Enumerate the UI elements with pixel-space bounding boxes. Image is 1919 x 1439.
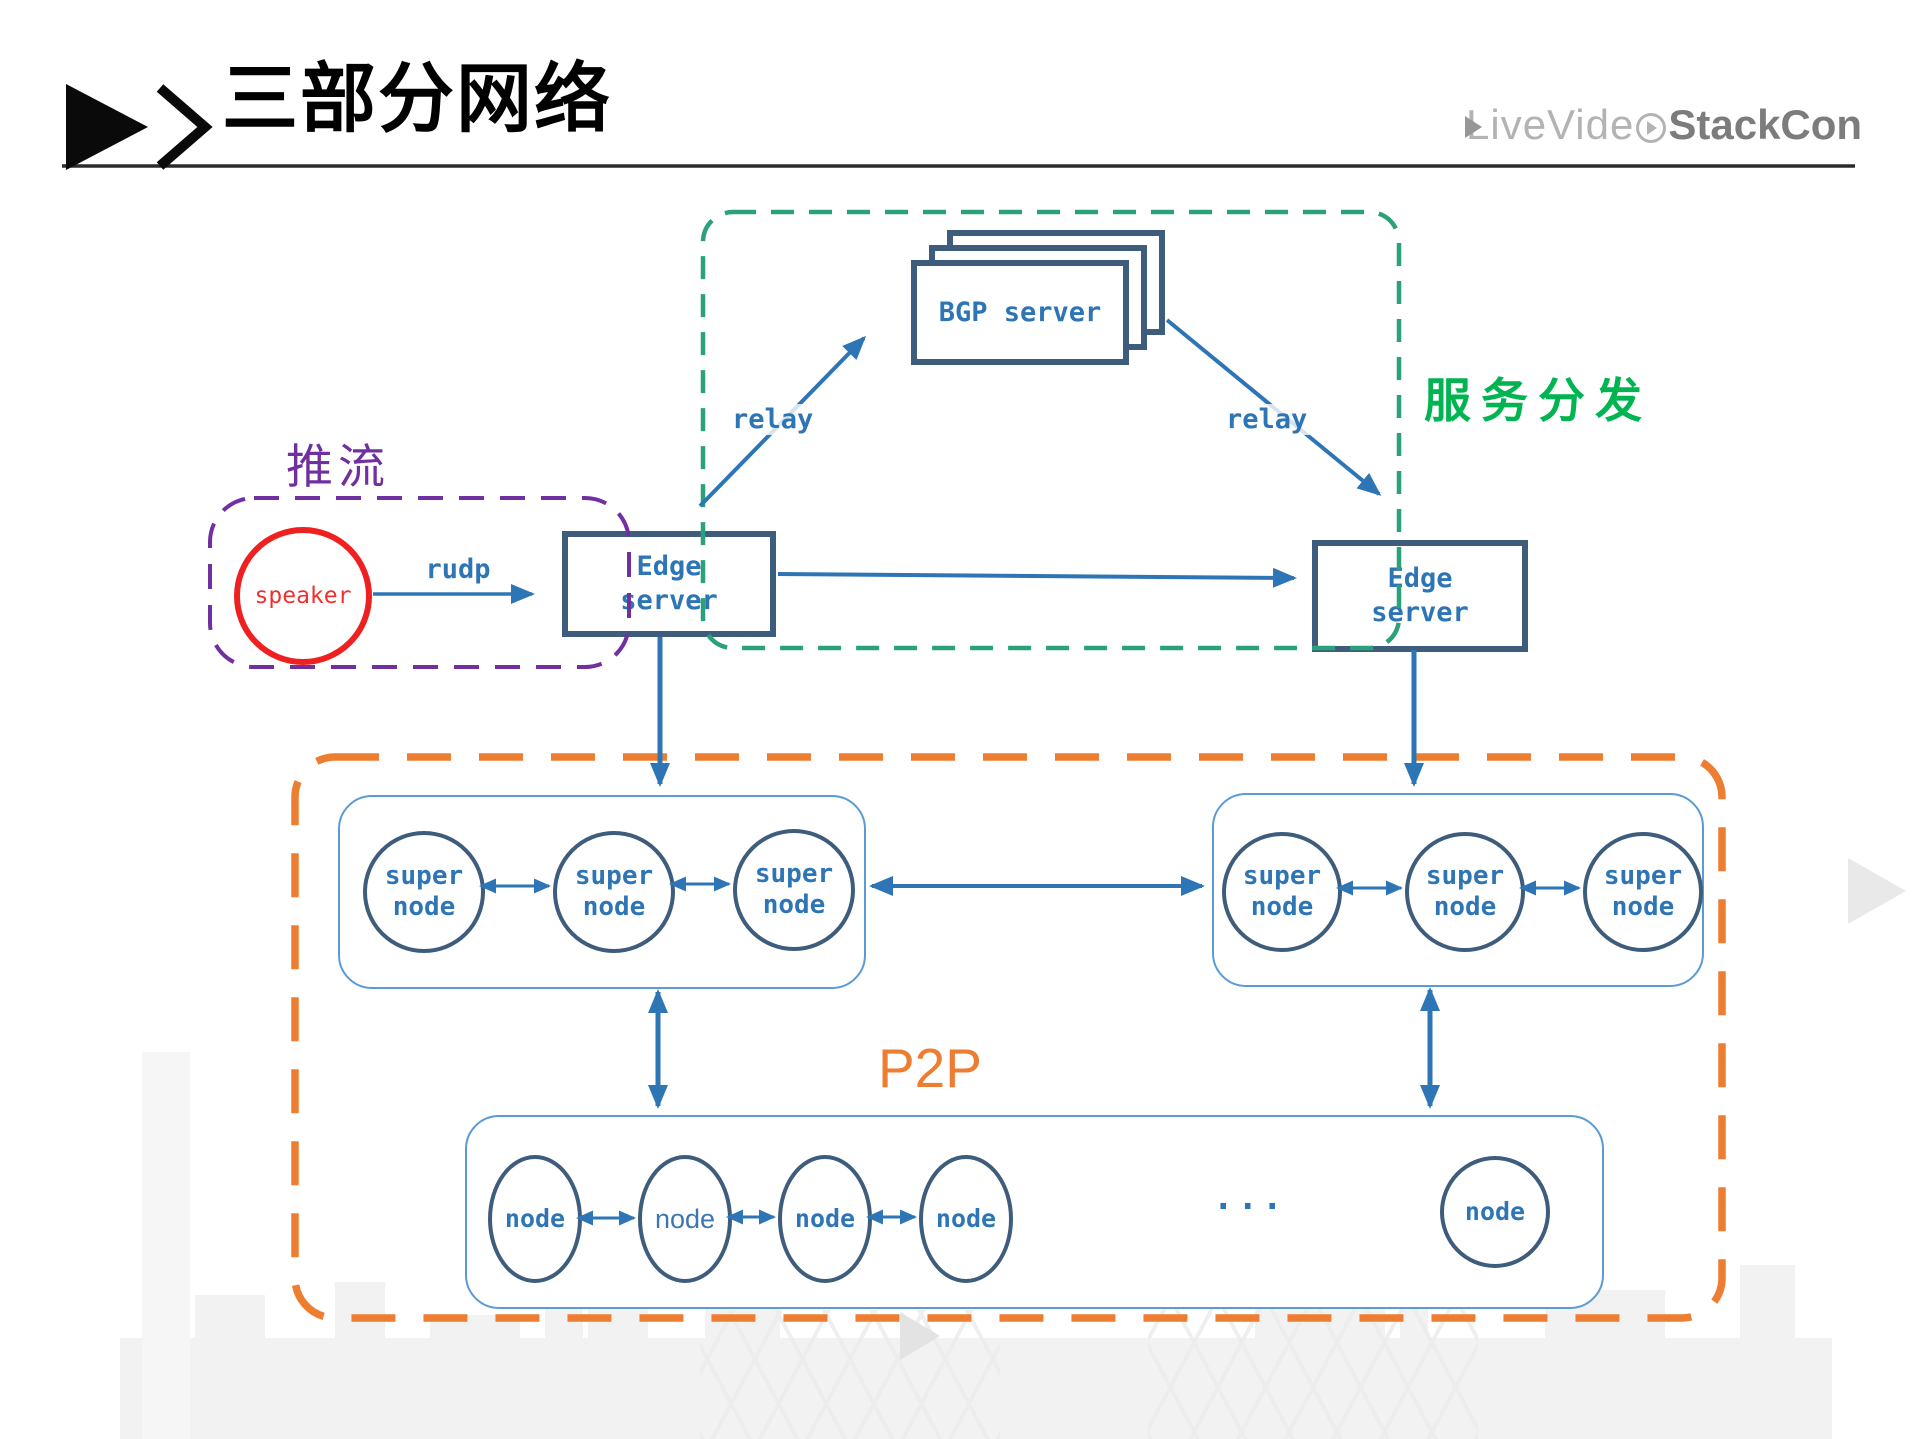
livevideostackcon-logo: LiveVide StackCon bbox=[1462, 98, 1862, 152]
title-play-icon bbox=[66, 84, 148, 170]
speaker-label: speaker bbox=[254, 583, 352, 609]
edge-server-left-box: Edge server bbox=[562, 531, 776, 637]
push-region-label: 推流 bbox=[286, 440, 390, 493]
skyline-building bbox=[335, 1282, 385, 1439]
distribution-region-label: 服务分发 bbox=[1424, 374, 1652, 427]
play-circle-icon bbox=[1636, 113, 1667, 143]
relay-label-left: relay bbox=[728, 404, 818, 435]
ellipsis-label: ... bbox=[1213, 1178, 1287, 1218]
skyline-building bbox=[1545, 1290, 1665, 1439]
logo-text-stackcon: StackCon bbox=[1668, 101, 1863, 148]
bgp-server-label: BGP server bbox=[938, 296, 1102, 328]
arrow-edge-to-edge bbox=[777, 567, 1297, 588]
node-circle: node bbox=[488, 1155, 582, 1283]
skyline-strip bbox=[142, 1052, 190, 1439]
logo-play-icon bbox=[1465, 116, 1482, 138]
skyline-building bbox=[430, 1315, 520, 1439]
node-circle: node bbox=[778, 1155, 872, 1283]
skyline-building bbox=[588, 1300, 648, 1439]
skyline-building bbox=[1740, 1265, 1795, 1439]
lattice-watermark bbox=[700, 1310, 1000, 1439]
bgp-server-box: BGP server bbox=[911, 260, 1129, 365]
node-circle: node bbox=[638, 1155, 732, 1283]
speaker-node: speaker bbox=[234, 527, 372, 665]
edge-server-right-box: Edge server bbox=[1312, 540, 1528, 652]
logo-text-live-video: LiveVide bbox=[1465, 101, 1635, 148]
node-cluster bbox=[465, 1115, 1604, 1309]
node-circle: node bbox=[919, 1155, 1013, 1283]
skyline-building bbox=[195, 1295, 265, 1439]
rudp-label: rudp bbox=[425, 554, 491, 585]
page-title: 三部分网络 bbox=[222, 57, 612, 142]
relay-label-right: relay bbox=[1222, 404, 1312, 435]
node-circle: node bbox=[1440, 1156, 1550, 1268]
title-chevron-icon bbox=[156, 84, 213, 170]
p2p-region-label: P2P bbox=[878, 1037, 982, 1099]
play-watermark-icon bbox=[900, 1312, 940, 1360]
play-watermark-icon bbox=[1848, 858, 1906, 924]
